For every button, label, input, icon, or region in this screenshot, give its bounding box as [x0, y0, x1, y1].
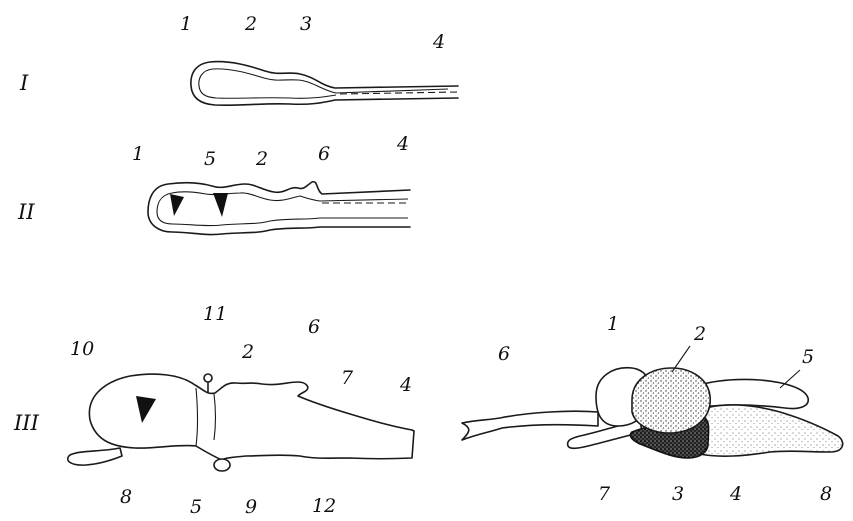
stage-two-inner-wall	[157, 192, 408, 226]
stage-three-label-5: 5	[190, 496, 202, 516]
adult-label-3: 3	[672, 483, 684, 505]
stage-three-label-9: 9	[245, 496, 257, 516]
adult-optic-tectum	[632, 368, 710, 433]
adult-label-2: 2	[693, 323, 706, 345]
stage-two-outer-wall	[148, 182, 410, 235]
stage-one-label-3: 3	[300, 13, 312, 35]
stage-three-olfactory-bulb	[68, 448, 122, 465]
adult-medulla	[687, 405, 842, 456]
adult-brain	[462, 346, 843, 458]
stage-two-label-5: 5	[204, 148, 216, 170]
stage-one-neural-tube	[191, 62, 458, 106]
stage-three-label-8: 8	[120, 486, 132, 508]
stage-three-label-4: 4	[399, 374, 412, 396]
stage-one-label-4: 4	[432, 31, 445, 53]
stage-one-label-1: 1	[180, 13, 192, 35]
stage-three-label-11: 11	[203, 303, 227, 325]
stage-two-neural-tube	[148, 182, 410, 235]
adult-label-5: 5	[802, 346, 814, 368]
stage-three-epiphysis	[204, 374, 212, 382]
stage-three-label-6: 6	[308, 316, 320, 338]
stage-numeral-II: II	[17, 200, 35, 224]
stage-three-label-2: 2	[241, 341, 254, 363]
stage-two-label-4: 4	[396, 133, 409, 155]
stage-one-label-2: 2	[244, 13, 257, 35]
stage-two-ventricle-arrow-left	[170, 194, 184, 216]
adult-label-1: 1	[607, 313, 619, 335]
stage-two-label-2: 2	[255, 148, 268, 170]
stage-two-label-1: 1	[132, 143, 144, 165]
stage-three-label-7: 7	[341, 367, 354, 389]
stage-three-brain	[68, 374, 414, 471]
stage-three-label-10: 10	[70, 338, 94, 360]
stage-three-hypophysis	[214, 459, 230, 471]
adult-label-6: 6	[498, 343, 510, 365]
adult-olfactory-tract	[462, 411, 598, 440]
stage-numeral-I: I	[19, 71, 29, 95]
stage-three-label-12: 12	[312, 495, 336, 516]
adult-label-7: 7	[598, 483, 611, 505]
stage-three-brain-outline	[89, 374, 414, 460]
stage-two-ventricle-arrow-right	[213, 193, 228, 217]
adult-label-8: 8	[820, 483, 832, 505]
adult-label-4: 4	[729, 483, 742, 505]
stage-two-label-6: 6	[318, 143, 330, 165]
stage-numeral-III: III	[13, 411, 40, 435]
